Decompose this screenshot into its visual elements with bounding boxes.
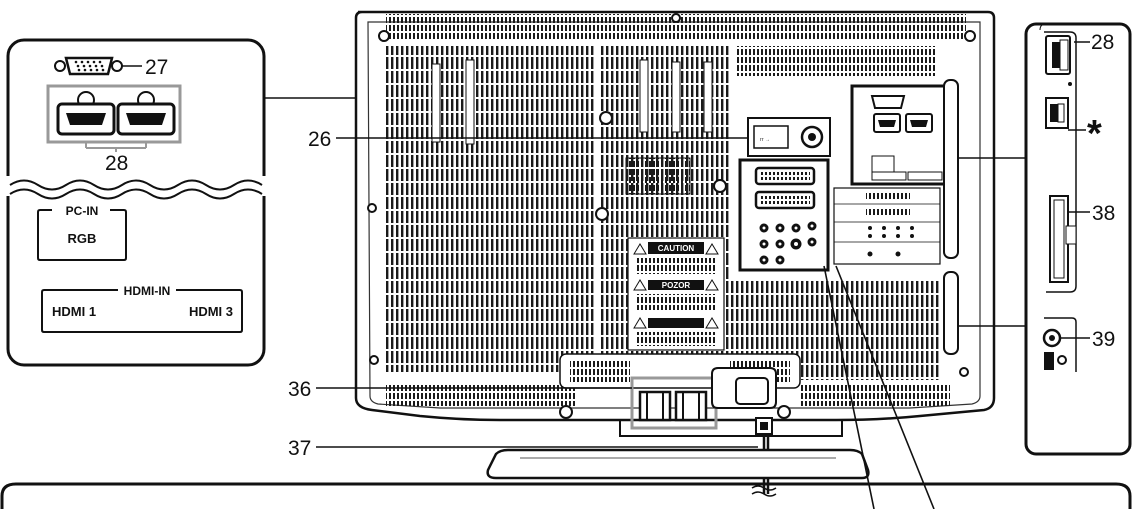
bottom-callout-frame	[0, 482, 1132, 509]
pc-in-title: PC-IN	[66, 204, 99, 218]
hdmi-group-frame	[46, 84, 182, 144]
hdmi-3-label: HDMI 3	[189, 304, 233, 319]
warning-labels: CAUTION POZOR	[627, 237, 725, 351]
caution-label: CAUTION	[658, 244, 695, 253]
leader-av-left	[823, 265, 875, 509]
callout-asterisk: *	[1087, 113, 1102, 155]
hdmi-in-title: HDMI-IN	[124, 284, 171, 298]
callout-27: 27	[145, 56, 168, 79]
tv-back-panel: ᴦᴦ →	[316, 10, 996, 509]
cable-holder-clips	[638, 390, 708, 422]
pc-in-label: PC-IN RGB	[37, 204, 127, 261]
rear-hdmi-pc-panel	[850, 84, 948, 186]
pc-rgb-port-icon	[54, 56, 123, 76]
connector-inset: 27 28 PC-IN RGB	[6, 38, 268, 367]
connector-label-plate	[833, 187, 941, 265]
side-hdmi-port-icon	[1045, 35, 1072, 86]
callout-28-inset: 28	[105, 152, 128, 175]
pozor-label: POZOR	[662, 281, 691, 290]
callout-28-side: 28	[1091, 31, 1114, 54]
antenna-terminal: ᴦᴦ →	[747, 117, 831, 157]
side-connector-panel: 28 * 38 39	[1024, 22, 1132, 456]
callout-39: 39	[1092, 328, 1115, 351]
leader-av-right	[835, 265, 935, 509]
card-slot-icon	[1049, 195, 1077, 283]
antenna-symbol-icon: ᴦᴦ →	[760, 137, 770, 143]
stand-base	[486, 448, 870, 480]
av-scart-panel	[738, 158, 830, 272]
pc-in-rgb: RGB	[68, 231, 97, 246]
callout-37: 37	[288, 437, 311, 460]
hdmi-in-label: HDMI-IN HDMI 1 HDMI 3	[41, 284, 243, 333]
break-line	[6, 176, 268, 200]
side-usb-port-icon	[1045, 97, 1069, 129]
callout-26: 26	[308, 128, 331, 151]
hdmi-port-1-icon	[56, 91, 116, 136]
hdmi-port-3-icon	[116, 91, 176, 136]
hdmi-1-label: HDMI 1	[52, 304, 96, 319]
callout-36: 36	[288, 378, 311, 401]
callout-38: 38	[1092, 202, 1115, 225]
